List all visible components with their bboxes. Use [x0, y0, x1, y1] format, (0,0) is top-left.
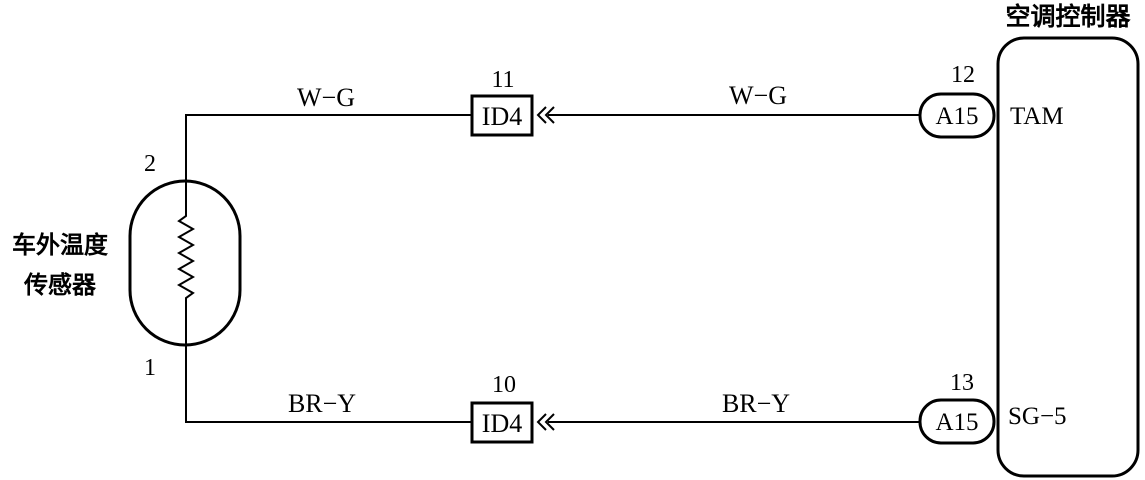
connector-a15-bottom — [918, 398, 996, 445]
connector-id4-top-pin: 11 — [491, 67, 514, 93]
controller-body — [996, 36, 1140, 478]
wire-label-bottom-right: BR−Y — [722, 389, 790, 418]
connector-a15-bottom-label: A15 — [935, 409, 978, 436]
connector-id4-bottom-pin: 10 — [492, 372, 516, 398]
connector-arrow-bottom — [536, 413, 555, 431]
sensor-name-line2: 传感器 — [23, 271, 97, 299]
sensor-pin-top: 2 — [144, 151, 156, 177]
connector-a15-top-pin: 12 — [951, 62, 975, 88]
sensor-name-line1: 车外温度 — [12, 231, 109, 259]
wire-label-bottom-left: BR−Y — [288, 389, 356, 418]
wire-label-top-right: W−G — [729, 81, 787, 110]
controller-pin-tam: TAM — [1010, 103, 1064, 130]
connector-id4-top — [470, 94, 534, 137]
connector-a15-bottom-pin: 13 — [950, 370, 974, 396]
sensor-pin-bottom: 1 — [144, 355, 156, 381]
controller-pin-sg5: SG−5 — [1008, 403, 1067, 430]
connector-id4-bottom — [470, 401, 534, 444]
wire-top-left — [185, 114, 472, 215]
resistor-symbol — [176, 181, 196, 345]
connector-a15-top — [918, 92, 996, 139]
connector-id4-bottom-label: ID4 — [482, 409, 522, 438]
connector-a15-top-label: A15 — [935, 103, 978, 130]
connector-arrow-top — [536, 106, 555, 124]
wire-label-top-left: W−G — [297, 83, 355, 112]
connector-id4-top-label: ID4 — [482, 102, 522, 131]
controller-title: 空调控制器 — [1005, 2, 1131, 31]
